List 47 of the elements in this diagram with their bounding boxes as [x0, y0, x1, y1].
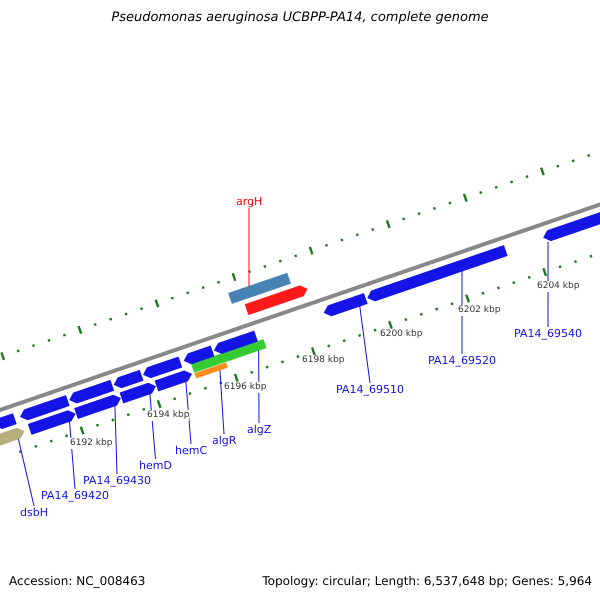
gene-label: hemC — [175, 444, 208, 457]
scale-label: 6202 kbp — [458, 305, 500, 316]
gene-bar — [228, 272, 291, 304]
gene-label: dsbH — [20, 506, 48, 519]
gene-bar — [244, 285, 308, 316]
leader-line — [359, 306, 370, 384]
gene-bar — [194, 362, 228, 378]
gene-bar — [0, 428, 24, 448]
gene-bar — [28, 410, 76, 435]
leader-line — [185, 381, 192, 444]
gene-label: PA14_69520 — [428, 354, 496, 367]
gene-label: PA14_69540 — [514, 327, 582, 340]
gene-bar — [367, 245, 508, 302]
scale-label: 6196 kbp — [224, 382, 266, 393]
scale-label: 6200 kbp — [380, 329, 422, 340]
scale-label: 6192 kbp — [70, 438, 112, 449]
gene-bar — [120, 382, 156, 404]
scale-label: 6194 kbp — [147, 410, 190, 421]
leader-line — [258, 350, 260, 424]
gene-bar — [74, 394, 121, 419]
gene-label: argH — [236, 195, 262, 208]
leader-line — [248, 208, 250, 287]
accession-text: Accession: NC_008463 — [9, 574, 146, 589]
scale-label: 6204 kbp — [537, 281, 580, 292]
gene-label: algR — [212, 434, 236, 447]
gene-bar — [154, 370, 192, 392]
leader-line — [18, 438, 34, 506]
gene-bar — [143, 356, 182, 378]
gene-bar — [214, 330, 258, 354]
leader-line — [548, 241, 549, 328]
genome-summary: Topology: circular; Length: 6,537,648 bp; Genes: 5,964 — [262, 574, 592, 589]
gene-label: algZ — [247, 423, 272, 436]
gene-bar — [20, 395, 70, 420]
gene-label: PA14_69420 — [41, 489, 109, 502]
gene-bar — [191, 339, 266, 373]
leader-line — [219, 370, 224, 434]
gene-label: PA14_69430 — [83, 474, 151, 487]
gene-bar — [324, 293, 368, 316]
gene-bar — [184, 346, 214, 364]
gene-label: PA14_69510 — [336, 383, 404, 396]
scale-label: 6198 kbp — [302, 355, 344, 366]
gene-bar — [0, 413, 17, 430]
gene-bar — [114, 370, 144, 388]
gene-label: hemD — [139, 459, 172, 472]
leader-line — [114, 406, 118, 474]
gene-bar — [69, 380, 114, 404]
title: Pseudomonas aeruginosa UCBPP-PA14, complete genome — [110, 10, 490, 26]
